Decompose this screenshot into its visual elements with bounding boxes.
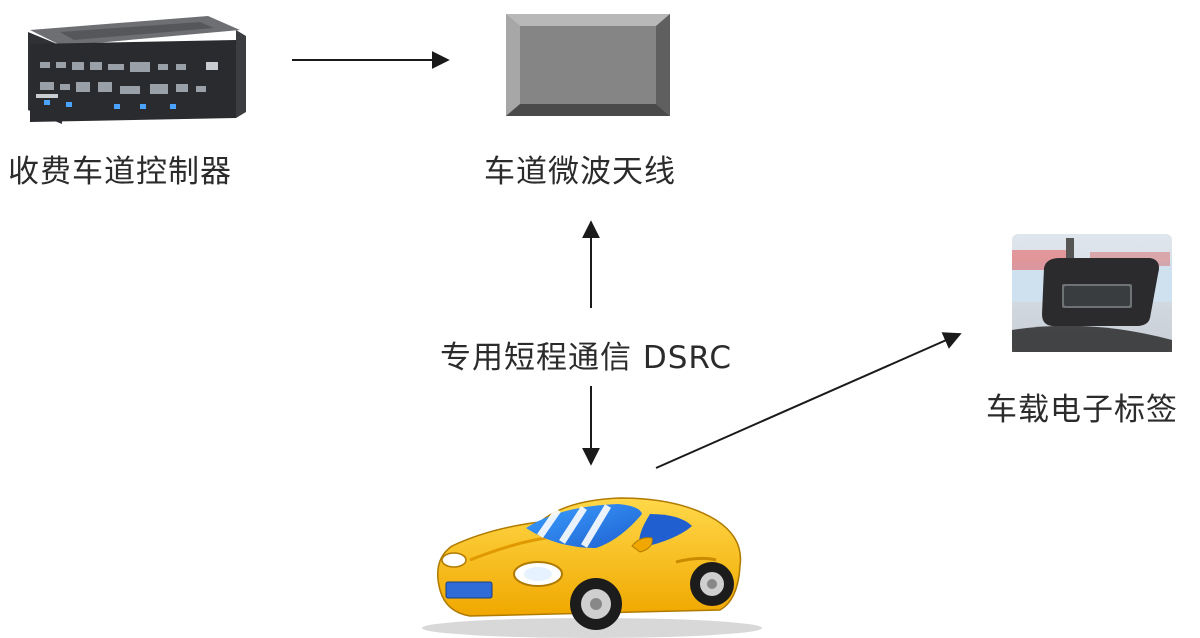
tag-label: 车载电子标签 [986,392,1178,428]
arrow-car-to-tag [655,332,962,469]
antenna-label: 车道微波天线 [484,154,676,190]
controller-label: 收费车道控制器 [8,154,232,190]
industrial-pc-icon [28,16,246,124]
microwave-antenna-panel-icon [506,14,670,116]
obu-tag-photo-icon [1012,234,1172,352]
dsrc-link-label: 专用短程通信 DSRC [440,340,733,376]
yellow-sports-car-icon [422,497,762,638]
